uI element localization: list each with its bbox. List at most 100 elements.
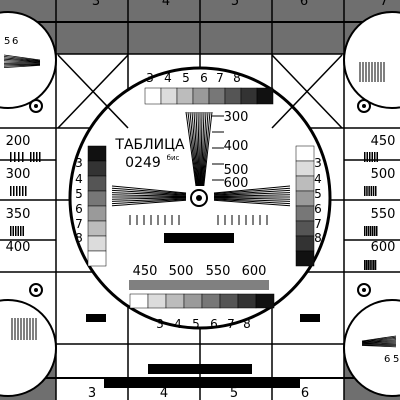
fan-line — [197, 111, 201, 187]
fan-line — [200, 111, 203, 187]
res-bar — [375, 186, 377, 196]
gray-step — [192, 87, 210, 105]
fan-line — [189, 111, 198, 187]
center-h-number: 450 — [133, 264, 158, 279]
corner-wedge-line — [3, 63, 41, 66]
card-title: ТАБЛИЦА — [114, 137, 185, 153]
gray-step — [295, 175, 315, 192]
corner-circle — [0, 299, 57, 397]
gray-step — [87, 175, 107, 192]
fan-line — [213, 198, 291, 205]
res-bar — [376, 226, 378, 236]
left-res-label: 350 — [6, 207, 31, 222]
gray-digit: 8 — [314, 231, 322, 245]
res-bar — [374, 226, 376, 236]
grid-cell — [128, 0, 200, 54]
gray-step — [160, 87, 178, 105]
corner-wedge-line — [361, 341, 397, 344]
gray-step — [87, 145, 107, 162]
gray-step — [87, 235, 107, 252]
fan-line — [111, 185, 187, 194]
gray-step — [295, 190, 315, 207]
res-bar — [369, 260, 371, 270]
card-code-superscript: бис — [167, 154, 180, 162]
grid-cell — [56, 0, 128, 54]
res-bar — [364, 260, 366, 270]
top-edge-label: 7 — [380, 0, 388, 9]
corner-bullseye — [357, 99, 371, 113]
right-res-label: 600 — [371, 240, 396, 255]
corner-wedge-line — [3, 61, 41, 64]
gray-digit: 3 — [314, 156, 322, 170]
res-bar — [39, 152, 41, 162]
corner-bullseye-dot — [362, 288, 366, 292]
gray-digit: 6 — [75, 202, 83, 216]
gray-step — [87, 205, 107, 222]
fan-line — [200, 111, 205, 187]
fan-line — [202, 111, 211, 187]
fan-line — [213, 187, 291, 195]
center-v-number: 500 — [224, 163, 249, 178]
res-bar — [10, 226, 12, 236]
top-edge-label: 6 — [300, 0, 308, 9]
gray-digit: 6 — [200, 71, 208, 85]
center-h-number: 550 — [206, 264, 231, 279]
fan-line — [202, 111, 209, 187]
gray-step — [87, 220, 107, 237]
res-bar — [13, 186, 15, 196]
fan-line — [213, 199, 291, 207]
black-mark — [86, 314, 106, 322]
gray-digit: 5 — [75, 187, 83, 201]
res-bar — [22, 186, 24, 196]
gray-digit: 7 — [216, 71, 224, 85]
grid-cell — [272, 344, 344, 400]
fan-line — [193, 111, 199, 187]
corner-wedge-line — [3, 60, 41, 63]
gray-digit: 7 — [75, 217, 83, 231]
gray-step — [295, 205, 315, 222]
gray-digit: 4 — [75, 172, 83, 186]
corner-wedge-line — [361, 339, 397, 343]
center-content — [86, 87, 320, 388]
corner-wedge-line — [3, 65, 41, 68]
gray-step — [144, 87, 162, 105]
fan-line — [191, 111, 199, 187]
res-bar — [376, 152, 378, 162]
side-resolution-bars — [10, 152, 378, 270]
gray-step — [256, 87, 274, 105]
left-res-label: 400 — [6, 240, 31, 255]
corner-wedge-line — [361, 340, 397, 344]
gray-digit: 3 — [156, 317, 164, 331]
gray-step — [295, 220, 315, 237]
corner-wedge-line — [361, 345, 397, 348]
res-bar — [10, 152, 12, 162]
fan-line — [111, 194, 187, 197]
top-edge-label: 4 — [162, 0, 170, 9]
res-bar — [25, 186, 27, 196]
res-bar — [22, 226, 24, 236]
res-bar — [19, 186, 21, 196]
res-bar — [367, 260, 370, 270]
gray-digit: 7 — [227, 317, 235, 331]
fan-line — [185, 111, 197, 187]
gray-step — [201, 293, 221, 309]
res-bar — [364, 186, 366, 196]
gray-digit: 3 — [146, 71, 154, 85]
fan-line — [213, 197, 291, 200]
right-res-label: 550 — [371, 207, 396, 222]
center-v-number: 400 — [224, 139, 249, 154]
fan-line — [213, 185, 291, 194]
right-resolution-panel: 450 500 550 600 — [371, 134, 396, 255]
gray-step — [208, 87, 226, 105]
black-bar — [164, 233, 234, 243]
corner-wedge-line — [3, 58, 41, 63]
top-edge-label: 3 — [92, 0, 100, 9]
fan-line — [111, 192, 187, 196]
corner-number: 5 — [393, 354, 399, 365]
res-bar — [20, 226, 22, 236]
corner-wedge-line — [361, 336, 397, 342]
corner-wedge-line — [361, 338, 397, 343]
res-bar — [372, 186, 375, 196]
res-bar — [366, 226, 368, 236]
